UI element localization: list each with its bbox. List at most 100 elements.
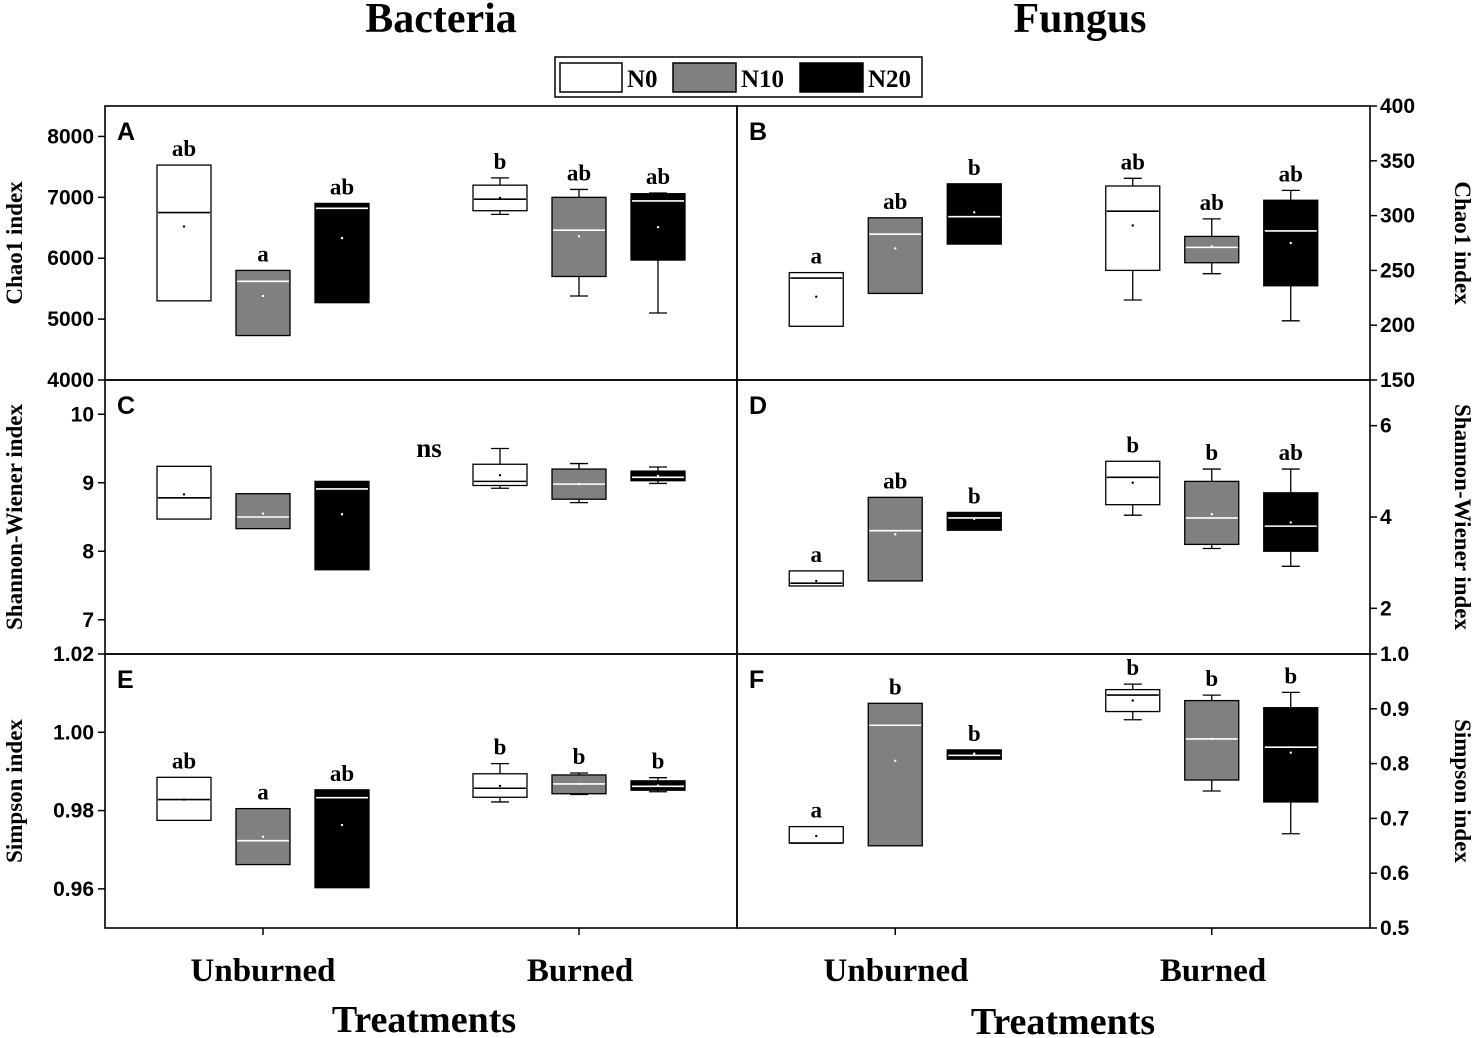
box-unburned-n10: ab: [867, 189, 923, 295]
box-unburned-n10: ab: [867, 468, 923, 582]
y-tick-label: 6: [1380, 415, 1392, 438]
box-body: [946, 511, 1002, 531]
box-burned-n0: b: [472, 735, 528, 803]
significance-label: b: [1284, 663, 1297, 688]
significance-label: b: [1205, 440, 1218, 465]
mean-point: [498, 474, 502, 477]
mean-point: [182, 225, 186, 228]
legend-swatch-n0: [559, 62, 623, 93]
mean-point: [656, 225, 660, 229]
box-burned-n20: [630, 466, 686, 485]
box-unburned-n0: a: [788, 244, 844, 327]
significance-label: a: [257, 780, 269, 805]
panel-letter: B: [749, 118, 767, 146]
box-unburned-n0: ab: [156, 748, 212, 822]
box-unburned-n20: b: [946, 483, 1002, 531]
y-axis-title: Chao1 index: [2, 181, 27, 305]
panel-letter: A: [117, 118, 135, 146]
mean-point: [261, 294, 265, 298]
y-tick-label: 4: [1380, 506, 1392, 529]
box-body: [788, 570, 844, 587]
mean-point: [894, 533, 897, 536]
mean-point: [182, 493, 186, 496]
box-body: [1184, 699, 1240, 781]
x-category-burned-right: Burned: [1160, 953, 1266, 989]
significance-label: b: [968, 483, 981, 508]
y-axis-title: Shannon-Wiener index: [1450, 404, 1475, 631]
y-tick-label: 7: [82, 609, 94, 632]
mean-point: [1210, 245, 1213, 248]
x-axis-title-right: Treatments: [971, 1001, 1155, 1038]
significance-label: b: [1126, 432, 1139, 457]
significance-label: b: [968, 155, 981, 180]
y-tick-label: 300: [1380, 205, 1415, 228]
box-unburned-n10: a: [235, 780, 291, 866]
box-burned-n20: b: [1263, 663, 1319, 835]
mean-point: [1210, 737, 1213, 741]
mean-point: [973, 752, 976, 755]
mean-point: [656, 784, 660, 787]
mean-point: [815, 834, 818, 838]
y-tick-label: 200: [1380, 314, 1415, 337]
box-unburned-n0: ab: [156, 136, 212, 302]
y-axis-title: Simpson index: [1450, 719, 1475, 863]
mean-point: [815, 579, 818, 583]
mean-point: [894, 247, 897, 250]
box-body: [1263, 707, 1319, 803]
box-body: [235, 269, 291, 337]
x-category-unburned-left: Unburned: [191, 953, 336, 989]
panel-letter: C: [117, 392, 135, 420]
box-burned-n20: ab: [1263, 440, 1319, 567]
box-body: [1105, 185, 1161, 272]
y-tick-label: 0.8: [1380, 753, 1410, 776]
significance-label: b: [652, 749, 665, 774]
bacteria-column-title: Bacteria: [365, 0, 517, 42]
significance-label: ab: [330, 174, 354, 199]
y-axis-title: Shannon-Wiener index: [2, 403, 27, 630]
y-tick-label: 1.02: [53, 643, 94, 666]
y-tick-label: 6000: [47, 247, 94, 270]
significance-label: a: [811, 542, 823, 567]
y-tick-label: 350: [1380, 150, 1415, 173]
box-burned-n20: ab: [1263, 161, 1319, 322]
mean-point: [261, 512, 265, 515]
y-tick-label: 5000: [47, 308, 94, 331]
box-body: [314, 789, 370, 889]
box-body: [156, 164, 212, 302]
mean-point: [340, 513, 344, 516]
legend-frame: [554, 56, 923, 98]
mean-point: [1131, 699, 1134, 702]
panel-d: D 1.0 2 4 6 Shannon-Wiener index a ab b b b ab: [736, 379, 1475, 666]
box-unburned-n20: ab: [314, 761, 370, 889]
box-unburned-n10: [235, 493, 291, 530]
mean-point: [498, 196, 502, 200]
panel-letter: D: [749, 392, 767, 420]
y-tick-label: 0.6: [1380, 862, 1409, 885]
y-tick-label: 1.0: [1380, 643, 1409, 666]
mean-point: [815, 295, 818, 298]
y-tick-label: 400: [1380, 95, 1415, 118]
mean-point: [1210, 513, 1213, 516]
legend-label-n20: N20: [868, 66, 911, 93]
legend-label-n10: N10: [741, 66, 784, 93]
mean-point: [577, 782, 581, 786]
y-tick-label: 0.98: [53, 800, 94, 823]
significance-label: b: [1205, 666, 1218, 691]
mean-point: [1289, 241, 1292, 245]
box-burned-n10: b: [551, 744, 607, 796]
box-unburned-n10: b: [867, 674, 923, 847]
box-body: [867, 702, 923, 847]
significance-label: b: [1126, 655, 1139, 680]
box-body: [314, 480, 370, 571]
significance-label: ab: [883, 468, 907, 493]
significance-label: ab: [646, 164, 670, 189]
panel-letter: E: [117, 666, 134, 694]
y-tick-label: 2: [1380, 597, 1392, 620]
y-tick-label: 7000: [47, 186, 94, 209]
significance-label: a: [811, 244, 823, 269]
